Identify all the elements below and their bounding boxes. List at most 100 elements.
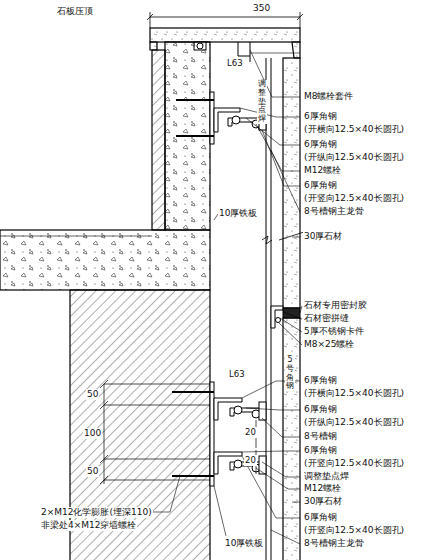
anchor-leaders (150, 214, 226, 536)
lower-leaders (262, 462, 300, 477)
dimension-350 (300, 12, 301, 28)
upper-leaders (240, 108, 300, 117)
part-label: M8×25螺栓 (303, 339, 355, 350)
part-label: 30厚石材 (303, 496, 343, 507)
clip-leaders (278, 322, 302, 345)
lower-bracket (214, 452, 242, 474)
cap-stone (150, 28, 300, 42)
dimension-350 (297, 14, 303, 20)
lower-leaders (262, 418, 300, 437)
part-label: 6厚角钢 (303, 512, 338, 523)
dimension: 20 (244, 427, 257, 438)
upper-bracket (176, 135, 214, 137)
dimension-350 (147, 12, 303, 28)
dimension-chain (104, 480, 210, 481)
anchor-leaders (214, 486, 226, 536)
clip-leaders (300, 306, 302, 313)
part-label: 非梁处4×M12穿墙螺栓 (40, 520, 137, 531)
dimension: 350 (252, 3, 271, 14)
part-label: 10厚铁板 (224, 538, 264, 549)
part-label: M8螺栓套件 (303, 91, 355, 102)
part-label: 6厚角钢 (303, 180, 338, 191)
part-label: 6厚角钢 (303, 445, 338, 456)
dimension: 50 (86, 389, 99, 400)
lower-bracket (234, 406, 242, 414)
part-label: M12螺栓 (303, 483, 342, 494)
dimension: 50 (86, 466, 99, 477)
lower-leaders (242, 456, 300, 518)
cap-bracket (250, 53, 300, 54)
clip-leaders (280, 318, 302, 332)
stainless-clip (276, 318, 281, 323)
lower-leaders (246, 408, 300, 410)
stone-panel (279, 58, 304, 560)
dimension-350 (150, 12, 151, 28)
floor-slab (0, 230, 210, 290)
part-label: (开纵向12.5×40长圆孔) (303, 152, 405, 163)
part-label: 6厚角钢 (303, 139, 338, 150)
cap-bracket (238, 42, 250, 56)
part-label: 8号槽钢主龙骨 (303, 206, 365, 217)
lower-bracket (234, 460, 242, 468)
lower-leaders (292, 502, 300, 503)
part-label: (开纵向12.5×40长圆孔) (303, 417, 405, 428)
part-label: L63 (228, 369, 246, 380)
upper-leaders (262, 130, 300, 186)
dimension: 20 (244, 455, 257, 466)
lower-bracket (259, 456, 266, 474)
cap-stone (292, 42, 300, 58)
stone-coping-label: 石板压顶 (56, 6, 94, 17)
upper-leaders (246, 118, 300, 145)
part-label: (开横向12.5×40长圆孔) (303, 124, 405, 135)
part-label: L63 (226, 58, 244, 69)
stone-panel (283, 318, 300, 560)
floor-slab (0, 236, 152, 237)
cap-bracket (250, 42, 251, 62)
part-label: (开竖向12.5×40长圆孔) (303, 525, 405, 536)
upper-bracket (176, 99, 214, 101)
part-label: 5厚不锈钢卡件 (303, 326, 365, 337)
part-label: M12螺栓 (303, 165, 342, 176)
lower-bracket (214, 398, 242, 420)
stone-panel (279, 232, 304, 240)
part-label: (开竖向12.5×40长圆孔) (303, 193, 405, 204)
part-label: 8号槽钢主龙骨 (303, 538, 365, 549)
upper-bracket (176, 92, 266, 144)
dimension-350 (147, 14, 153, 20)
anchor-leaders (150, 476, 180, 512)
part-label: 2×M12化学膨胀(埋深110) (40, 507, 153, 518)
floor-slab (0, 230, 210, 290)
main-channel (262, 236, 272, 244)
cap-stone (150, 42, 157, 50)
lower-leaders (242, 381, 300, 544)
lower-bracket (259, 402, 266, 420)
upper-bracket (232, 116, 240, 124)
part-label: 石材专用密封胶 (303, 300, 368, 311)
lower-leaders (271, 530, 300, 544)
part-label: 调整垫点焊 (303, 471, 350, 482)
dimension-chain (104, 405, 210, 406)
shim-note: 调整垫点焊 (257, 80, 267, 124)
part-label: (开竖向12.5×40长圆孔) (303, 458, 405, 469)
lower-bracket (172, 391, 214, 393)
stone-panel (283, 58, 300, 308)
part-label: 30厚石材 (303, 231, 343, 242)
dimension-chain (104, 384, 210, 385)
lower-bracket (210, 382, 214, 486)
dimension-chain (100, 380, 256, 484)
clip-leaders (283, 312, 302, 319)
part-label: 8号槽钢 (303, 431, 338, 442)
upper-leaders (271, 150, 300, 212)
stainless-clip (271, 306, 300, 328)
part-label: 10厚铁板 (218, 208, 258, 219)
clip-leaders (278, 306, 302, 345)
part-label: 6厚角钢 (303, 375, 338, 386)
dimension-350 (150, 17, 300, 18)
dimension-chain (104, 384, 105, 484)
part-label: 5号角钢 (285, 356, 295, 391)
part-label: (开横向12.5×40长圆孔) (303, 388, 405, 399)
upper-bracket (214, 108, 240, 132)
lower-bracket (172, 475, 214, 477)
parapet-concrete (152, 50, 165, 230)
